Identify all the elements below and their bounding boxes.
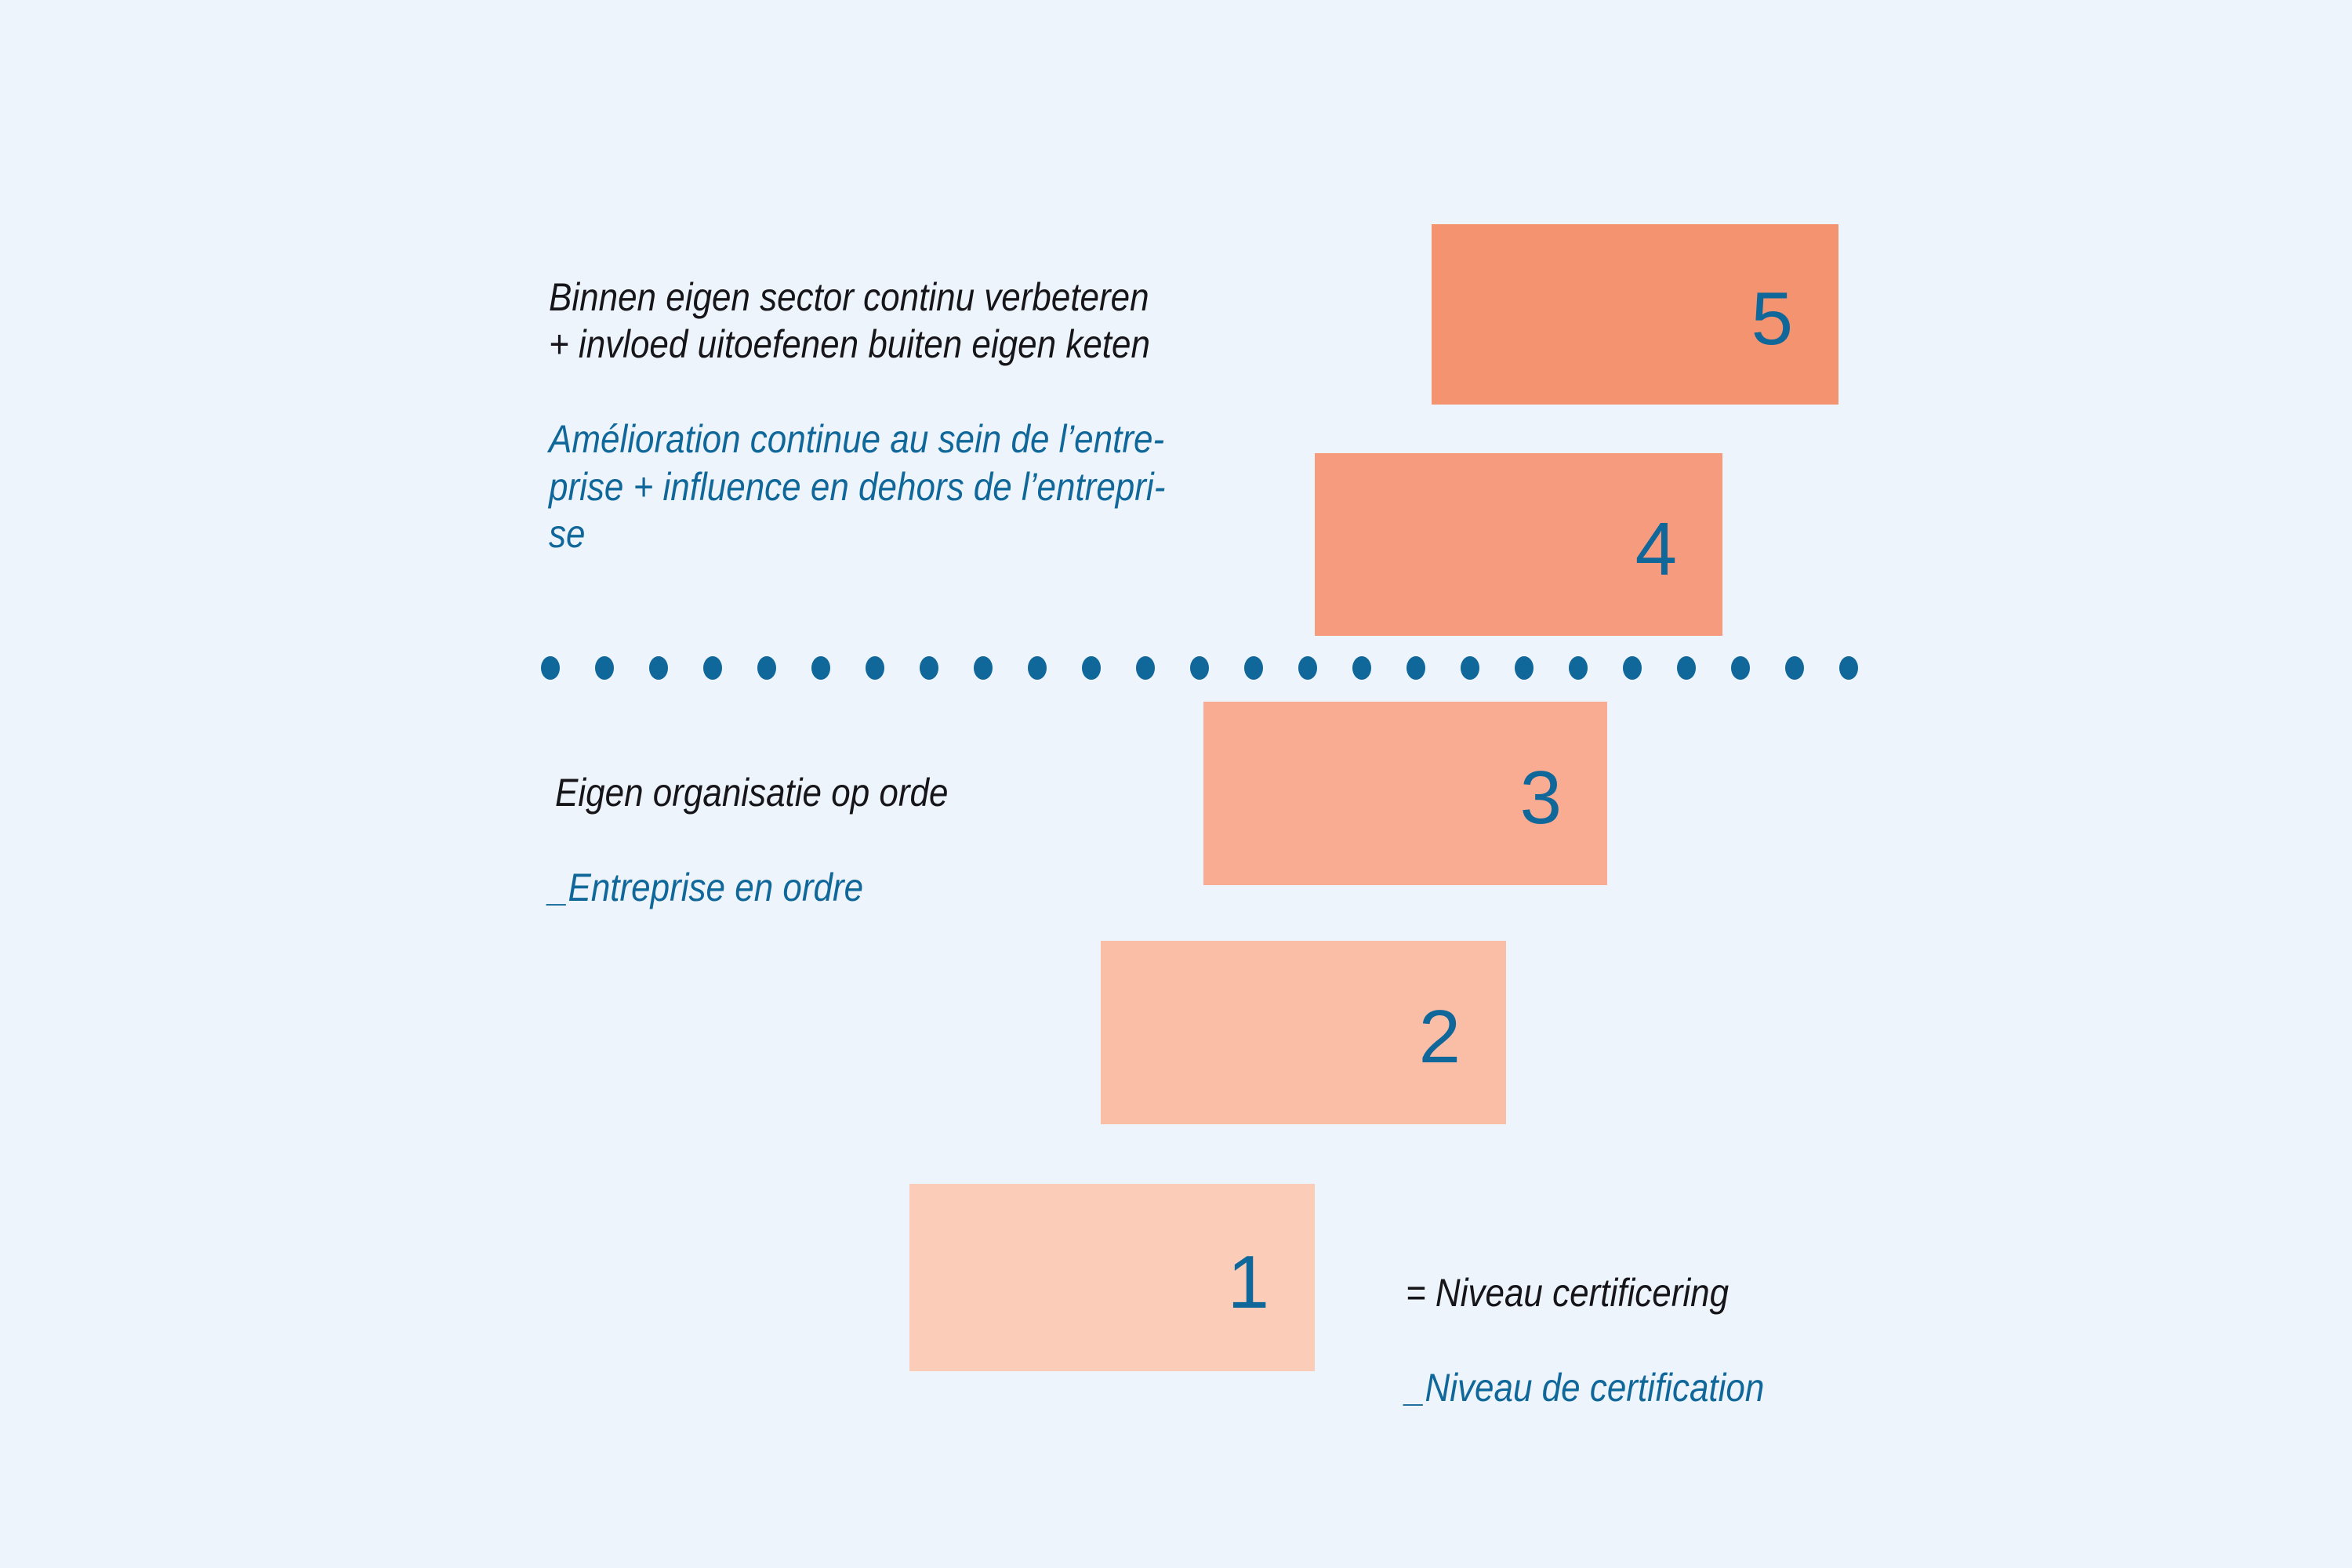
separator-dot	[1406, 656, 1425, 680]
separator-dot	[1136, 656, 1155, 680]
separator-dot	[1677, 656, 1696, 680]
separator-dot	[1028, 656, 1047, 680]
bar-level-3[interactable]: 3	[1203, 702, 1607, 885]
label-levels-1-3-dutch: Eigen organisatie op orde	[555, 770, 949, 815]
separator-dot	[1298, 656, 1317, 680]
label-levels-4-5-french: Amélioration continue au sein de l’entre…	[549, 417, 1166, 556]
separator-dot	[541, 656, 560, 680]
separator-dot	[866, 656, 884, 680]
separator-dot	[1082, 656, 1101, 680]
separator-dot	[1839, 656, 1858, 680]
bar-level-5[interactable]: 5	[1432, 224, 1838, 405]
separator-dot	[811, 656, 830, 680]
separator-dot	[1461, 656, 1479, 680]
separator-dot	[757, 656, 776, 680]
bar-level-4-value: 4	[1635, 506, 1677, 591]
bar-level-2-value: 2	[1418, 995, 1461, 1079]
separator-dot	[1731, 656, 1750, 680]
label-levels-1-3: Eigen organisatie op orde _Entreprise en…	[549, 721, 1341, 959]
legend-dutch: = Niveau certificering	[1406, 1270, 1730, 1315]
bar-level-3-value: 3	[1519, 756, 1562, 840]
bar-level-2[interactable]: 2	[1101, 941, 1506, 1124]
bar-level-4[interactable]: 4	[1315, 453, 1722, 636]
legend-certification-level: = Niveau certificering _Niveau de certif…	[1406, 1221, 1955, 1459]
label-levels-4-5: Binnen eigen sector continu verbeteren +…	[549, 226, 1341, 605]
separator-dot	[920, 656, 938, 680]
separator-dot	[974, 656, 993, 680]
separator-dot	[649, 656, 668, 680]
separator-dot	[1785, 656, 1804, 680]
separator-dot	[703, 656, 722, 680]
separator-dot	[1623, 656, 1642, 680]
separator-dot	[1515, 656, 1534, 680]
separator-dot	[595, 656, 614, 680]
label-levels-4-5-dutch: Binnen eigen sector continu verbeteren +…	[549, 274, 1150, 367]
label-levels-1-3-french: _Entreprise en ordre	[549, 865, 864, 909]
separator-dot	[1190, 656, 1209, 680]
bar-level-1[interactable]: 1	[909, 1184, 1315, 1371]
separator-dot	[1569, 656, 1588, 680]
separator-dot	[1352, 656, 1371, 680]
legend-french: _Niveau de certification	[1406, 1365, 1765, 1410]
separator-dot	[1244, 656, 1263, 680]
bar-level-1-value: 1	[1227, 1240, 1269, 1324]
bar-level-5-value: 5	[1751, 277, 1793, 361]
dotted-separator	[541, 652, 1858, 684]
